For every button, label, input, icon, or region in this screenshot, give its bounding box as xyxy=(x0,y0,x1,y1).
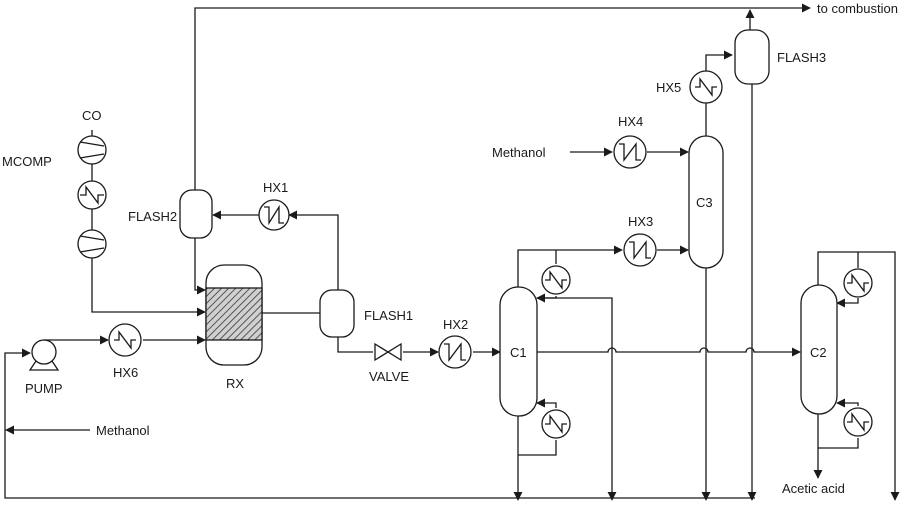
hx4-exchanger[interactable] xyxy=(613,135,647,169)
c1-condenser[interactable] xyxy=(541,265,571,295)
hx1-exchanger[interactable] xyxy=(258,199,290,231)
c3-column[interactable] xyxy=(688,135,724,269)
recycle-line xyxy=(4,348,755,499)
c1-reboiler-loop xyxy=(518,403,557,456)
label-hx3: HX3 xyxy=(628,214,653,229)
c2-overhead-line xyxy=(817,251,900,501)
co-compressor[interactable] xyxy=(77,135,107,165)
stream-lines xyxy=(4,3,900,501)
offgas-header-line xyxy=(194,3,811,190)
hx2-exchanger[interactable] xyxy=(438,335,472,369)
label-hx2: HX2 xyxy=(443,317,468,332)
label-flash3: FLASH3 xyxy=(777,50,826,65)
label-pump: PUMP xyxy=(25,381,63,396)
labels: to combustion CO MCOMP FLASH2 HX1 FLASH1… xyxy=(2,1,898,496)
flash1-liquid-line xyxy=(337,337,373,353)
c2-reboiler[interactable] xyxy=(843,407,873,437)
hx3-exchanger[interactable] xyxy=(623,233,657,267)
c1-to-c2-line xyxy=(537,347,801,357)
label-hx1: HX1 xyxy=(263,180,288,195)
c1-side-draw-line xyxy=(537,297,617,501)
label-hx6: HX6 xyxy=(113,365,138,380)
label-mcomp: MCOMP xyxy=(2,154,52,169)
flash1-to-hx1-line xyxy=(288,210,339,290)
label-c3: C3 xyxy=(696,195,713,210)
label-c1: C1 xyxy=(510,345,527,360)
label-hx4: HX4 xyxy=(618,114,643,129)
valve-icon[interactable] xyxy=(374,342,402,362)
pump-icon[interactable] xyxy=(28,339,60,371)
hx5-exchanger[interactable] xyxy=(689,70,723,104)
c2-condenser-loop xyxy=(837,252,859,303)
hx6-exchanger[interactable] xyxy=(108,323,142,357)
label-valve: VALVE xyxy=(369,369,409,384)
c2-column[interactable] xyxy=(800,284,838,415)
flash3-vessel[interactable] xyxy=(734,29,770,85)
mcomp-cooler[interactable] xyxy=(77,180,107,210)
hx5-to-flash3-line xyxy=(705,50,733,71)
label-flash1: FLASH1 xyxy=(364,308,413,323)
c1-reboiler[interactable] xyxy=(541,409,571,439)
flash2-to-rx-line xyxy=(194,238,206,295)
label-c2: C2 xyxy=(810,345,827,360)
rx-reactor[interactable] xyxy=(205,264,263,366)
label-rx: RX xyxy=(226,376,244,391)
label-methanol-pump: Methanol xyxy=(96,423,150,438)
c2-condenser[interactable] xyxy=(843,268,873,298)
label-to-combustion: to combustion xyxy=(817,1,898,16)
c1-column[interactable] xyxy=(499,286,538,417)
mcomp-compressor[interactable] xyxy=(77,229,107,259)
c1-overhead-line xyxy=(517,245,623,287)
c2-reboiler-loop xyxy=(818,403,859,449)
label-methanol-c3: Methanol xyxy=(492,145,546,160)
label-co: CO xyxy=(82,108,102,123)
co-train-line xyxy=(91,130,206,317)
flash1-vessel[interactable] xyxy=(319,289,355,338)
flash2-vessel[interactable] xyxy=(179,189,213,239)
label-hx5: HX5 xyxy=(656,80,681,95)
label-acetic-acid: Acetic acid xyxy=(782,481,845,496)
label-flash2: FLASH2 xyxy=(128,209,177,224)
